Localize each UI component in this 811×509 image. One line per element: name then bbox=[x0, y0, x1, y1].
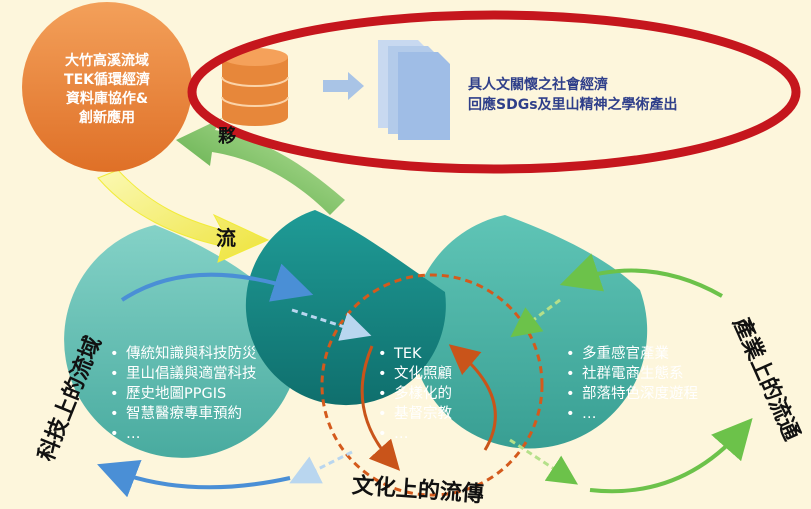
list-item: 社群電商生態系 bbox=[566, 364, 698, 384]
list-item: 智慧醫療專車預約 bbox=[110, 404, 257, 424]
highlight-ellipse bbox=[187, 10, 801, 174]
industry-arc-top bbox=[559, 253, 723, 298]
hub-title: 大竹高溪流域 TEK循環經濟 資料庫協作& 創新應用 bbox=[18, 52, 196, 128]
output-text: 具人文關懷之社會經濟 回應SDGs及里山精神之學術產出 bbox=[468, 75, 768, 115]
culture-list: TEK 文化照顧 多樣化的 基督宗教 … bbox=[378, 344, 452, 444]
hub-line: TEK循環經濟 bbox=[64, 72, 150, 88]
industry-list: 多重感官產業 社群電商生態系 部落特色深度遊程 … bbox=[566, 344, 698, 424]
culture-inner-arrow-right bbox=[448, 344, 497, 451]
culture-dashed-ring bbox=[320, 273, 544, 497]
list-item: … bbox=[110, 424, 257, 444]
industry-arc-bottom bbox=[589, 418, 753, 494]
connector-tech-to-culture bbox=[291, 308, 372, 341]
flow-tag: 流 bbox=[216, 226, 236, 250]
list-item: 里山倡議與適當科技 bbox=[110, 364, 257, 384]
list-item: 多樣化的 bbox=[378, 384, 452, 404]
list-item: TEK bbox=[378, 344, 452, 364]
arrow-right-icon bbox=[323, 72, 364, 100]
list-item: … bbox=[378, 424, 452, 444]
partial-tag: 夥 bbox=[218, 126, 236, 147]
output-line: 具人文關懷之社會經濟 bbox=[468, 77, 608, 93]
return-arrow-green bbox=[176, 118, 345, 215]
connector-industry-to-culture bbox=[510, 298, 561, 338]
hub-circle bbox=[22, 2, 192, 172]
list-item: 部落特色深度遊程 bbox=[566, 384, 698, 404]
list-item: … bbox=[566, 404, 698, 424]
culture-inner-arrow-left bbox=[360, 345, 401, 471]
list-item: 歷史地圖PPGIS bbox=[110, 384, 257, 404]
output-line: 回應SDGs及里山精神之學術產出 bbox=[468, 97, 678, 113]
list-item: 文化照顧 bbox=[378, 364, 452, 384]
database-icon bbox=[221, 48, 289, 126]
hub-line: 創新應用 bbox=[79, 110, 135, 126]
hub-line: 資料庫協作& bbox=[65, 91, 149, 107]
list-item: 基督宗教 bbox=[378, 404, 452, 424]
list-item: 多重感官產業 bbox=[566, 344, 698, 364]
connector-culture-to-tech bbox=[289, 450, 353, 484]
tech-list: 傳統知識與科技防災 里山倡議與適當科技 歷史地圖PPGIS 智慧醫療專車預約 … bbox=[110, 344, 257, 444]
hub-line: 大竹高溪流域 bbox=[65, 53, 149, 69]
tech-arc-bottom bbox=[97, 459, 291, 498]
flow-arrow-yellow bbox=[97, 169, 270, 263]
tech-arc-top bbox=[120, 263, 314, 302]
list-item: 傳統知識與科技防災 bbox=[110, 344, 257, 364]
documents-icon bbox=[378, 40, 450, 140]
connector-culture-to-industry bbox=[509, 438, 579, 485]
